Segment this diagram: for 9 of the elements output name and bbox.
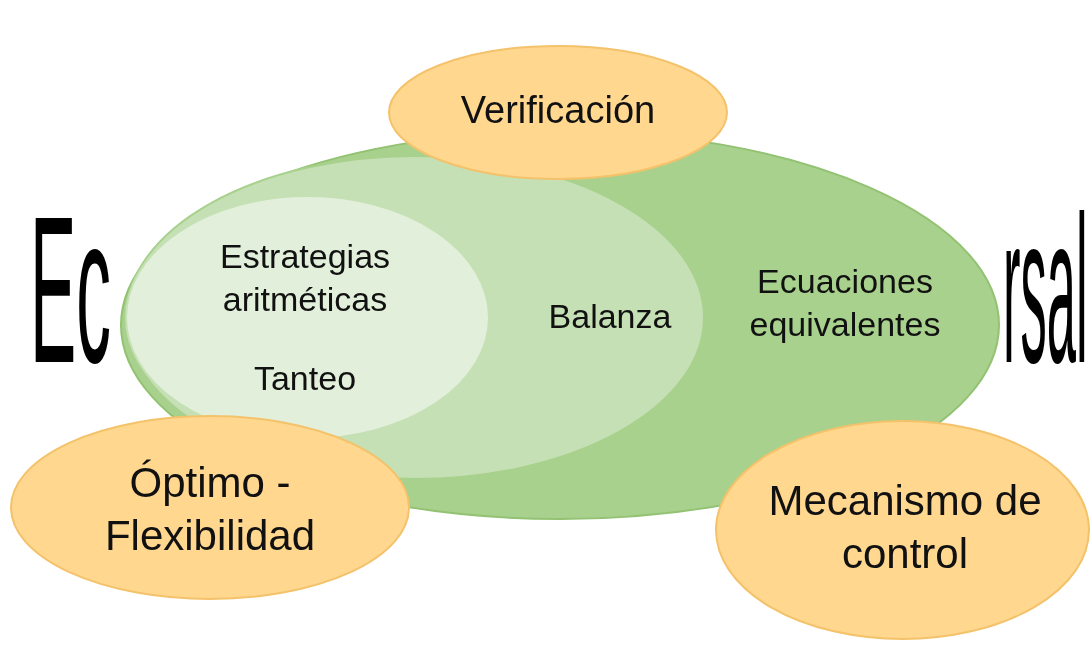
background-heading-text: Ec [30,185,111,395]
node-label: Estrategias aritméticas [218,236,392,320]
node-label: Verificación [459,88,657,133]
node-label: Óptimo - Flexibilidad [103,458,317,561]
node-label: Mecanismo de control [767,476,1043,579]
node-label: Balanza [547,296,673,337]
background-heading-text: rsal [1003,185,1088,395]
node-label: Tanteo [252,358,358,399]
node-label: Ecuaciones equivalentes [748,261,942,345]
